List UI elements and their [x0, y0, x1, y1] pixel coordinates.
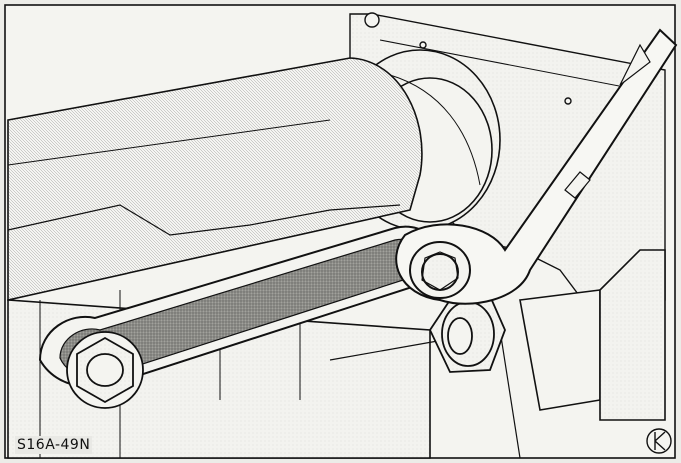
bolt-lower-left — [66, 331, 144, 409]
figure-code-label: S16A-49N — [15, 436, 93, 454]
publisher-logo — [646, 428, 672, 454]
bolt-lower-right — [428, 295, 506, 373]
ring-spanner — [395, 28, 678, 305]
